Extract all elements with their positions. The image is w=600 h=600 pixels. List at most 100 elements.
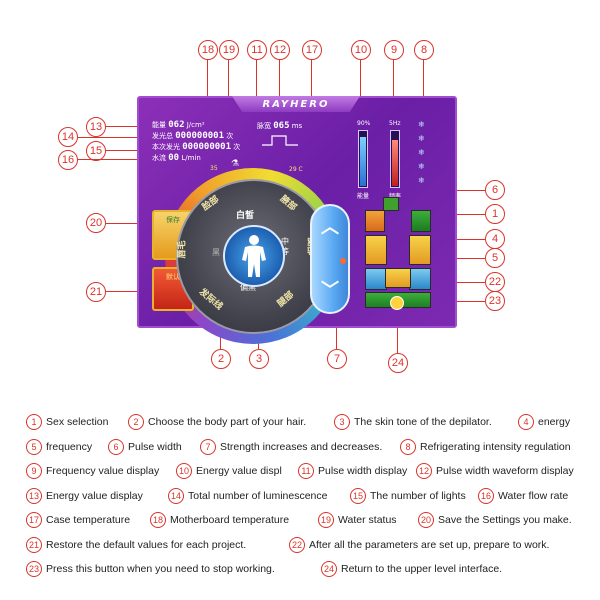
current-flashes-value: 000000001 [182, 142, 232, 152]
skin-dark-option[interactable]: 偏黑 [240, 283, 256, 292]
legend-text: Water flow rate [498, 489, 569, 502]
leader-line [430, 258, 485, 259]
leader-line [78, 159, 146, 160]
callout-22: 22 [485, 272, 505, 292]
chevron-down-icon[interactable]: ﹀ [321, 280, 339, 300]
skin-white-option[interactable]: 白皙 [236, 211, 255, 221]
snowflake-icon: ❄ [418, 162, 425, 171]
male-option[interactable] [365, 210, 385, 232]
legend-number: 2 [128, 414, 144, 431]
energy-display: 能量 062 J/cm² [152, 120, 205, 130]
pulse-waveform-icon [262, 135, 298, 146]
energy-percent: 90% [357, 120, 371, 127]
leader-line [360, 60, 361, 120]
callout-15: 15 [86, 141, 106, 161]
callout-7: 7 [327, 349, 347, 369]
chevron-up-icon[interactable]: ︿ [321, 217, 339, 237]
dial-lip-segment[interactable]: 唇毛 [177, 240, 188, 259]
legend-number: 14 [168, 487, 184, 504]
legend-number: 3 [334, 414, 350, 431]
legend-text: The number of lights [370, 489, 466, 502]
legend-text: Frequency value display [46, 465, 160, 478]
callout-10: 10 [351, 40, 371, 60]
ready-button[interactable] [385, 268, 411, 288]
legend-number: 23 [26, 561, 42, 578]
current-flashes-display: 本次发光 000000001 次 [152, 142, 240, 152]
legend-number: 19 [318, 512, 334, 529]
legend-text: Save the Settings you make. [438, 514, 572, 527]
pulse-width-label: 脉宽 [257, 122, 271, 130]
callout-3: 3 [249, 349, 269, 369]
callout-14: 14 [58, 127, 78, 147]
pulse-width-value: 065 [273, 121, 290, 131]
legend-text: Return to the upper level interface. [341, 563, 503, 576]
callout-11: 11 [247, 40, 267, 60]
legend-text: Water status [338, 514, 397, 527]
energy-plus-tile[interactable] [409, 235, 431, 265]
energy-label: 能量 [152, 121, 166, 129]
frequency-plus-tile[interactable] [409, 268, 431, 290]
current-flashes-unit: 次 [233, 143, 241, 151]
legend-item: 5 frequency [26, 438, 108, 455]
case-temperature: 29 C [289, 166, 303, 173]
legend-text: The skin tone of the depilator. [354, 416, 492, 429]
callout-9: 9 [384, 40, 404, 60]
legend-item: 3 The skin tone of the depilator. [334, 414, 518, 431]
legend-number: 17 [26, 512, 42, 529]
total-flashes-unit: 次 [226, 132, 234, 140]
back-button[interactable] [390, 296, 404, 310]
legend-number: 21 [26, 536, 42, 553]
callout-2: 2 [211, 349, 231, 369]
callout-24: 24 [388, 353, 408, 373]
legend-text: Strength increases and decreases. [220, 440, 383, 453]
callout-20: 20 [86, 213, 106, 233]
callout-23: 23 [485, 291, 505, 311]
brand-logo: RAYHERO [232, 96, 360, 112]
human-figure-icon [242, 235, 266, 277]
frequency-minus-tile[interactable] [365, 268, 387, 290]
legend-text: After all the parameters are set up, pre… [309, 538, 550, 551]
female-option[interactable] [411, 210, 431, 232]
leader-line [430, 301, 485, 302]
callout-6: 6 [485, 180, 505, 200]
snowflake-icon: ❄ [418, 134, 425, 143]
cooling-level-indicator[interactable]: ❄ ❄ ❄ ❄ ❄ [418, 120, 430, 190]
callout-12: 12 [270, 40, 290, 60]
callout-8: 8 [414, 40, 434, 60]
legend-number: 24 [321, 561, 337, 578]
pulse-width-tile[interactable] [383, 197, 399, 211]
callout-18: 18 [198, 40, 218, 60]
frequency-bar-label: 频率 [389, 191, 401, 200]
legend-number: 10 [176, 463, 192, 480]
legend-number: 15 [350, 487, 366, 504]
legend-item: 24 Return to the upper level interface. [321, 561, 503, 578]
callout-17: 17 [302, 40, 322, 60]
energy-minus-tile[interactable] [365, 235, 387, 265]
legend-number: 16 [478, 487, 494, 504]
water-flow-value: 00 [168, 153, 180, 163]
energy-bar [358, 130, 368, 188]
callout-5: 5 [485, 248, 505, 268]
energy-value: 062 [168, 120, 185, 130]
leader-line [256, 60, 257, 120]
water-flow-display: 水流 00 L/min [152, 153, 201, 163]
leader-line [106, 223, 154, 224]
leader-line [423, 60, 424, 120]
skin-medium-option[interactable]: 中等 [281, 237, 289, 256]
legend-text: frequency [46, 440, 93, 453]
legend-number: 5 [26, 438, 42, 455]
legend-number: 8 [400, 438, 416, 455]
skin-black-option[interactable]: 黑 [212, 248, 220, 257]
